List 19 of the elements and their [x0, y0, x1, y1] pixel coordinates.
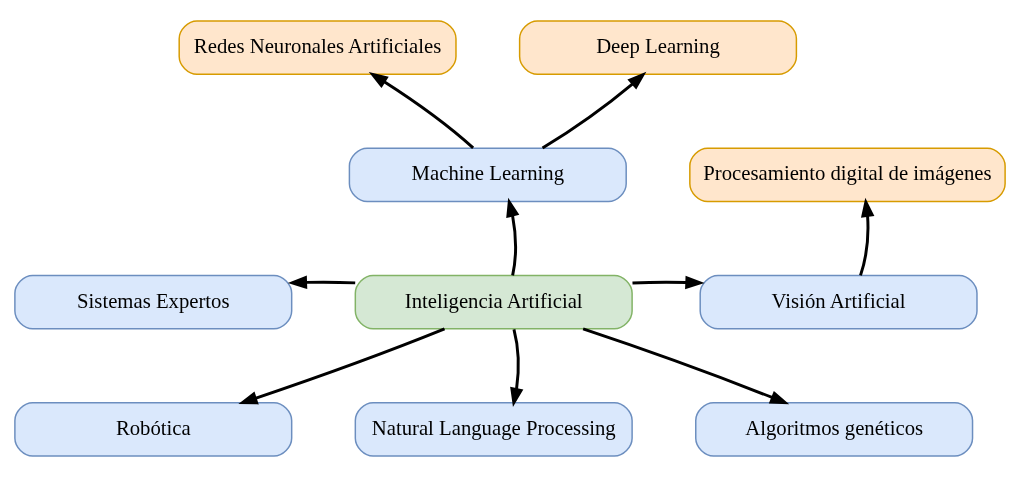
node-box: Procesamiento digital de imágenes	[689, 147, 1006, 203]
arrow	[368, 72, 475, 150]
arrow	[632, 275, 705, 290]
node-box: Algoritmos genéticos	[695, 402, 974, 457]
arrow	[859, 197, 875, 276]
arrow	[287, 275, 356, 290]
node-box: Natural Language Processing	[354, 402, 633, 457]
arrow	[541, 71, 647, 150]
node-box: Inteligencia Artificial	[354, 274, 633, 330]
arrow	[510, 329, 524, 408]
node-box: Redes Neuronales Artificiales	[178, 20, 457, 75]
node-box: Visión Artificial	[699, 274, 978, 330]
node-box: Machine Learning	[348, 147, 627, 203]
arrow	[238, 327, 446, 405]
arrow	[506, 197, 520, 276]
node-box: Deep Learning	[518, 20, 798, 75]
node-box: Sistemas Expertos	[14, 274, 293, 330]
node-box: Robótica	[14, 402, 293, 457]
arrow	[582, 327, 790, 405]
